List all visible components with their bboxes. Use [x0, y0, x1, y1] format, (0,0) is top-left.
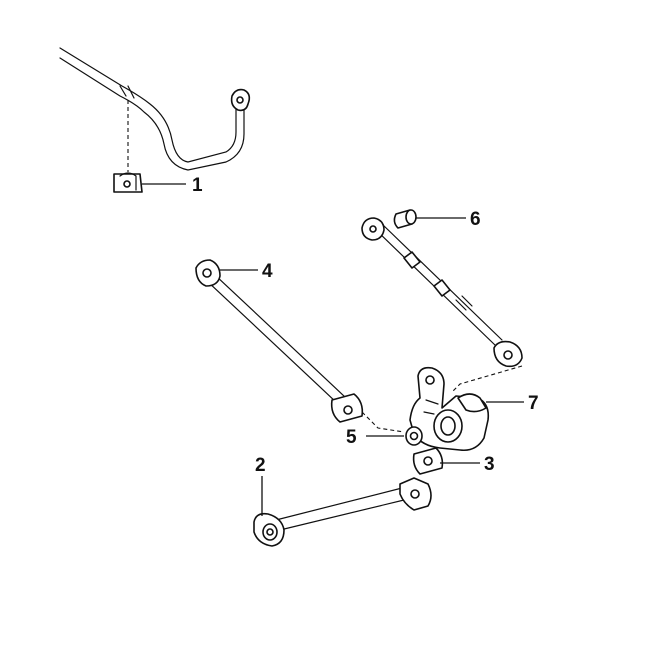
callout-7: 7: [528, 393, 539, 414]
stabilizer-bar: [59, 47, 251, 171]
lower-trailing-arm: [253, 477, 432, 547]
callout-6: 6: [470, 209, 481, 230]
toe-link-bushing: [393, 209, 417, 229]
stabilizer-bushing: [113, 172, 143, 193]
callout-5: 5: [346, 427, 357, 448]
toe-adjust-link: [361, 217, 523, 368]
lower-knuckle-bushing: [412, 447, 444, 475]
upper-arm-dashed-guide: [361, 411, 405, 433]
knuckle-bushing: [405, 426, 423, 446]
callout-1: 1: [192, 175, 203, 196]
rear-knuckle: [409, 366, 490, 452]
callout-4: 4: [262, 261, 273, 282]
toe-link-dashed-guide: [451, 365, 523, 393]
callout-3: 3: [484, 454, 495, 475]
callout-2: 2: [255, 455, 266, 476]
upper-control-arm: [195, 259, 364, 423]
